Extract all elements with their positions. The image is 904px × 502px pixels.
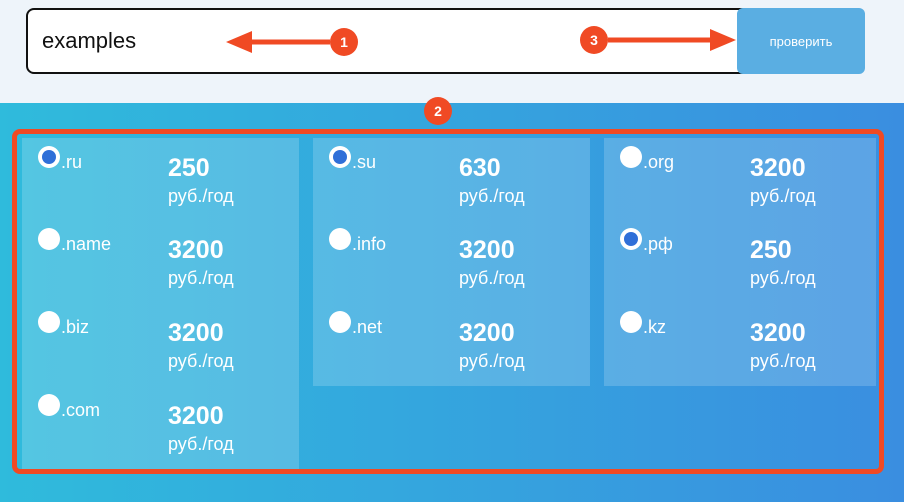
price: 3200 — [168, 236, 224, 264]
price-unit: руб./год — [459, 186, 525, 206]
domain-option-name[interactable]: .name 3200 руб./год — [22, 220, 299, 302]
domain-list-highlight — [12, 129, 884, 474]
price-unit: руб./год — [168, 268, 234, 288]
domain-option-org[interactable]: .org 3200 руб./год — [604, 138, 876, 220]
price-unit: руб./год — [168, 186, 234, 206]
price-unit: руб./год — [168, 351, 234, 371]
price-unit: руб./год — [459, 351, 525, 371]
radio-biz[interactable] — [38, 311, 60, 333]
arrow-to-input — [226, 31, 330, 53]
tld-label: .ru — [61, 152, 83, 172]
domain-column-1: .ru 250 руб./год .name 3200 руб./год .bi… — [22, 138, 299, 469]
price-unit: руб./год — [168, 434, 234, 454]
price: 3200 — [750, 319, 806, 347]
radio-com[interactable] — [38, 394, 60, 416]
price-unit: руб./год — [750, 268, 816, 288]
price: 3200 — [750, 154, 806, 182]
domain-option-com[interactable]: .com 3200 руб./год — [22, 386, 299, 468]
domain-zone-area — [0, 103, 904, 502]
annotation-badge-2: 2 — [424, 97, 452, 125]
annotation-badge-1: 1 — [330, 28, 358, 56]
radio-name[interactable] — [38, 228, 60, 250]
radio-kz[interactable] — [620, 311, 642, 333]
price: 250 — [750, 236, 792, 264]
tld-label: .info — [352, 234, 387, 254]
tld-label: .kz — [643, 317, 667, 337]
radio-org[interactable] — [620, 146, 642, 168]
tld-label: .net — [352, 317, 383, 337]
price-unit: руб./год — [459, 268, 525, 288]
domain-option-info[interactable]: .info 3200 руб./год — [313, 220, 590, 302]
domain-option-biz[interactable]: .biz 3200 руб./год — [22, 303, 299, 385]
price: 3200 — [168, 402, 224, 430]
radio-su[interactable] — [329, 146, 351, 168]
domain-column-3: .org 3200 руб./год .рф 250 руб./год .kz … — [604, 138, 876, 386]
price: 630 — [459, 154, 501, 182]
price-unit: руб./год — [750, 351, 816, 371]
radio-ru[interactable] — [38, 146, 60, 168]
annotation-badge-3: 3 — [580, 26, 608, 54]
check-button[interactable]: проверить — [737, 8, 865, 74]
tld-label: .biz — [61, 317, 90, 337]
price: 3200 — [168, 319, 224, 347]
radio-rf[interactable] — [620, 228, 642, 250]
tld-label: .su — [352, 152, 377, 172]
tld-label: .рф — [643, 234, 673, 254]
domain-option-su[interactable]: .su 630 руб./год — [313, 138, 590, 220]
tld-label: .name — [61, 234, 112, 254]
domain-option-rf[interactable]: .рф 250 руб./год — [604, 220, 876, 302]
arrow-to-button — [608, 29, 736, 51]
domain-column-2: .su 630 руб./год .info 3200 руб./год .ne… — [313, 138, 590, 386]
domain-option-kz[interactable]: .kz 3200 руб./год — [604, 303, 876, 385]
price: 250 — [168, 154, 210, 182]
radio-net[interactable] — [329, 311, 351, 333]
price-unit: руб./год — [750, 186, 816, 206]
price: 3200 — [459, 236, 515, 264]
tld-label: .com — [61, 400, 101, 420]
domain-option-ru[interactable]: .ru 250 руб./год — [22, 138, 299, 220]
radio-info[interactable] — [329, 228, 351, 250]
price: 3200 — [459, 319, 515, 347]
domain-option-net[interactable]: .net 3200 руб./год — [313, 303, 590, 385]
tld-label: .org — [643, 152, 675, 172]
